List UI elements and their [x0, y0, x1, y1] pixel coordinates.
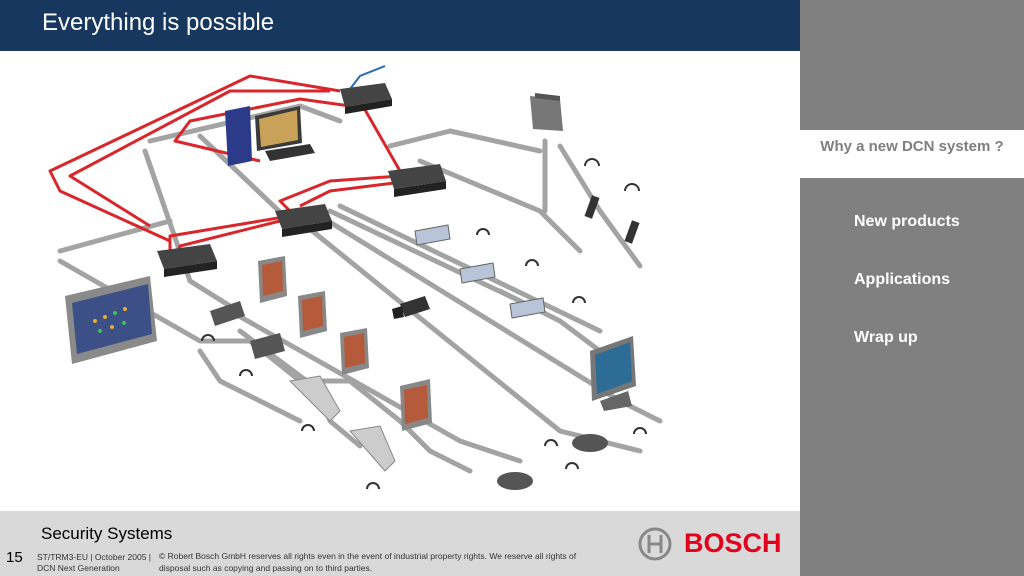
- footer-brand: Security Systems: [41, 524, 173, 543]
- wireless-receiver-icon: [459, 262, 496, 284]
- wireless-receiver-icon: [509, 297, 546, 319]
- sidebar-item-label: Wrap up: [854, 329, 918, 346]
- title-bar: Everything is possible: [0, 0, 800, 51]
- touchscreen-unit-icon: [298, 291, 327, 338]
- sidebar: [800, 0, 1024, 576]
- touchscreen-unit-icon: [258, 256, 287, 303]
- touchscreen-unit-icon: [400, 379, 432, 431]
- sidebar-item-wrap-up[interactable]: Wrap up: [854, 329, 918, 347]
- sidebar-item-new-products[interactable]: New products: [854, 213, 960, 231]
- synoptic-display-icon: [65, 276, 157, 364]
- camera-icon: [392, 296, 430, 319]
- page-number: 15: [6, 549, 23, 566]
- sidebar-item-label: Why a new DCN system ?: [820, 138, 1004, 155]
- interpreter-desk-icon: [288, 375, 341, 422]
- sidebar-item-label: New products: [854, 213, 960, 230]
- footer-meta-line1: ST/TRM3-EU | October 2005 |: [37, 552, 152, 562]
- touchscreen-unit-icon: [590, 336, 636, 411]
- central-unit-icon: [388, 164, 446, 197]
- computer-icon: [225, 106, 315, 166]
- delegate-unit-icon: [210, 301, 245, 326]
- copyright-notice: © Robert Bosch GmbH reserves all rights …: [159, 551, 577, 573]
- system-diagram: [48, 65, 663, 490]
- red-cables: [48, 74, 421, 262]
- interpreter-desk-icon: [349, 425, 396, 472]
- headphones-icon: [201, 158, 647, 490]
- sidebar-item-applications[interactable]: Applications: [854, 271, 950, 289]
- delegate-unit-icon: [250, 333, 285, 359]
- microphone-icon: [497, 434, 608, 490]
- sidebar-item-why-new-dcn[interactable]: Why a new DCN system ?: [800, 130, 1024, 178]
- footer: Security Systems 15 ST/TRM3-EU | October…: [0, 511, 800, 576]
- wireless-receiver-icon: [414, 224, 451, 246]
- sidebar-item-label: Applications: [854, 271, 951, 288]
- touchscreen-unit-icon: [340, 328, 369, 375]
- central-unit-icon: [157, 244, 217, 277]
- central-unit-icon: [340, 83, 392, 114]
- slide-title: Everything is possible: [42, 9, 275, 36]
- network-switch-icon: [275, 204, 332, 237]
- bosch-logo: BOSCH: [638, 527, 788, 561]
- footer-meta-line2: DCN Next Generation: [37, 563, 120, 573]
- microphone-icon: [584, 195, 640, 244]
- bosch-logo-text: BOSCH: [684, 528, 782, 558]
- wall-display-icon: [530, 93, 563, 131]
- bosch-armature-icon: [638, 527, 672, 561]
